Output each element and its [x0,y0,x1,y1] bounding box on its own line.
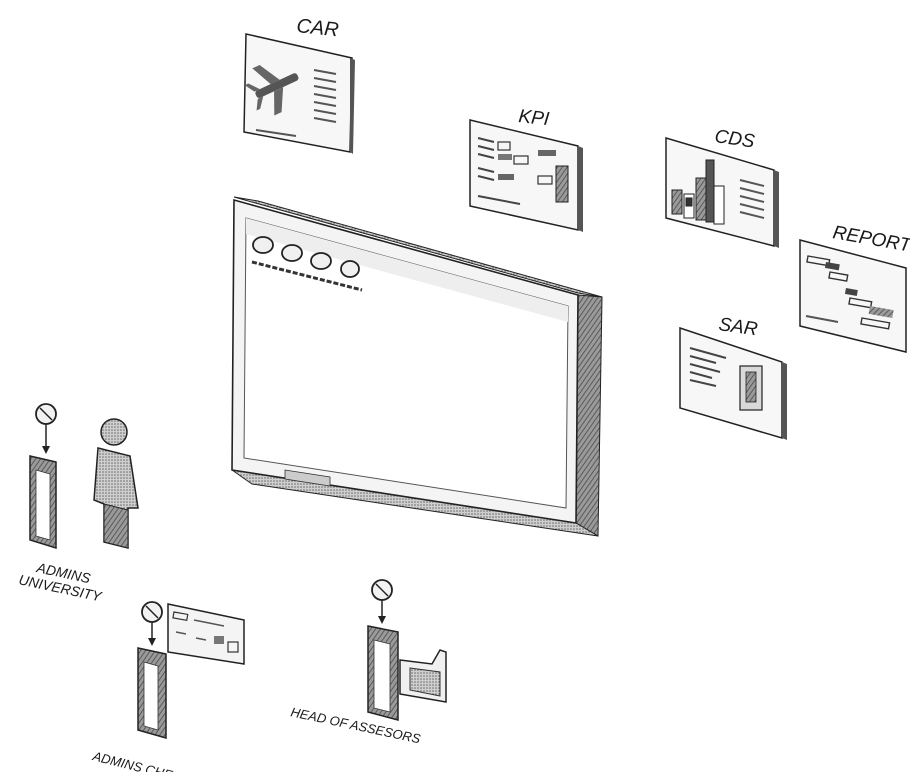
nav-button-1 [252,236,274,254]
kpi-panel [469,119,583,232]
folder-icon [399,649,447,703]
cds-panel [665,136,779,248]
airplane-icon [244,64,299,116]
lock-icon [35,403,57,454]
sar-label: SAR [717,314,759,340]
kpi-label: KPI [517,106,550,130]
nav-button-3 [310,252,332,270]
sar-panel [679,326,787,440]
cds-bar-chart [671,159,725,225]
admins-che-label: ADMINS CHE [90,748,174,772]
car-panel [243,33,355,154]
nav-button-2 [281,244,303,262]
lock-icon [371,579,393,624]
che-screen-card [167,603,245,665]
address-bar [251,260,363,292]
admins-university-figures [29,403,139,550]
car-text-lines [255,69,337,137]
lock-icon [141,601,163,646]
admins-che-figure [137,601,245,739]
cds-label: CDS [713,126,756,152]
central-monitor [231,196,603,537]
head-of-assesors-label: HEAD OF ASSESORS [289,704,422,746]
head-of-assesors-figure [367,579,447,721]
nav-button-4 [340,260,360,278]
report-panel [799,239,907,353]
car-label: CAR [295,15,339,41]
